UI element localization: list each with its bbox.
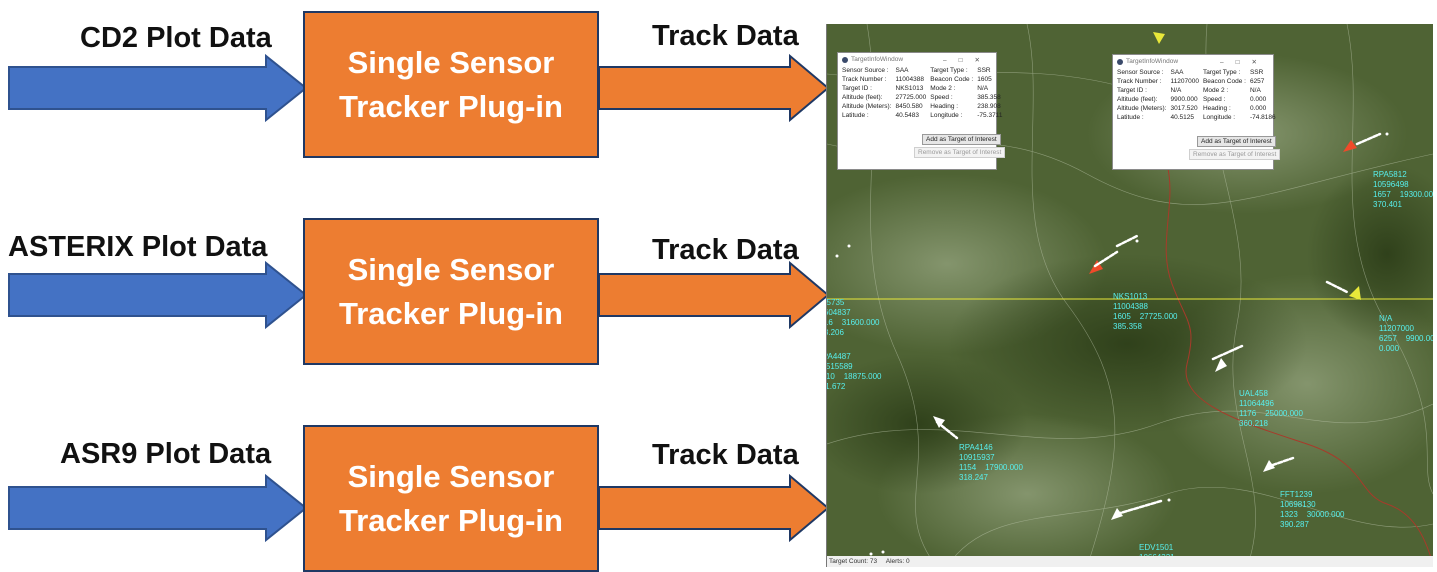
table-cell: Track Number : <box>842 76 887 83</box>
table-cell: 40.5125 <box>1170 114 1195 121</box>
table-cell: 1605 <box>977 76 992 83</box>
app-icon <box>1117 58 1123 65</box>
table-cell: Sensor Source : <box>842 67 889 74</box>
tracker-box-line1: Single Sensor <box>347 44 555 80</box>
input-label-asr9: ASR9 Plot Data <box>60 438 272 470</box>
table-cell: 11207000 <box>1170 78 1199 85</box>
remove-target-button[interactable]: Remove as Target of Interest <box>1189 149 1281 160</box>
table-cell: Altitude (feet): <box>842 94 883 101</box>
table-cell: Longitude : <box>930 112 963 119</box>
table-cell: Track Number : <box>1117 78 1162 85</box>
window-titlebar[interactable]: TargetInfoWindow –□✕ <box>1113 55 1273 68</box>
table-cell: Target ID : <box>842 85 872 92</box>
table-cell: 385.358 <box>977 94 1001 101</box>
table-cell: Latitude : <box>1117 114 1144 121</box>
table-cell: Altitude (Meters): <box>1117 105 1167 112</box>
track-tag[interactable]: RPA4146 10915937 1154 17900.000 318.247 <box>959 443 1023 482</box>
table-cell: -75.3711 <box>977 112 1003 119</box>
table-cell: SAA <box>1170 69 1184 76</box>
output-arrow-cd2 <box>598 53 830 123</box>
status-bar: Target Count: 73 Alerts: 0 <box>827 556 1433 567</box>
table-cell: Beacon Code : <box>930 76 974 83</box>
table-cell: 0.000 <box>1249 96 1267 103</box>
tracker-box-line2: Tracker Plug-in <box>339 502 563 538</box>
table-cell: Mode 2 : <box>930 85 956 92</box>
remove-target-button[interactable]: Remove as Target of Interest <box>914 147 1006 158</box>
tracker-box-asterix: Single Sensor Tracker Plug-in <box>303 218 599 365</box>
table-cell: N/A <box>1249 87 1261 94</box>
input-label-asterix: ASTERIX Plot Data <box>8 231 268 263</box>
table-cell: NKS1013 <box>895 85 924 92</box>
table-cell: 3017.520 <box>1170 105 1198 112</box>
window-titlebar[interactable]: TargetInfoWindow –□✕ <box>838 53 996 66</box>
table-cell: 11004388 <box>895 76 924 83</box>
table-cell: 9900.000 <box>1170 96 1198 103</box>
alerts-count: Alerts: 0 <box>885 558 910 565</box>
track-tag[interactable]: FFT1239 10698130 1323 30000.000 390.287 <box>1280 490 1345 529</box>
window-controls[interactable]: –□✕ <box>1220 58 1269 66</box>
table-cell: N/A <box>977 85 989 92</box>
output-arrow-asr9 <box>598 473 830 543</box>
table-cell: SSR <box>1249 69 1264 76</box>
track-tag[interactable]: UAL458 11064496 1176 25000.000 360.218 <box>1239 389 1303 428</box>
table-cell: Beacon Code : <box>1202 78 1246 85</box>
input-arrow-asr9 <box>8 473 308 543</box>
tracker-box-line1: Single Sensor <box>347 458 555 494</box>
output-label-asr9: Track Data <box>652 439 799 471</box>
table-cell: 27725.000 <box>895 94 927 101</box>
tracker-box-line2: Tracker Plug-in <box>339 295 563 331</box>
table-cell: Speed : <box>1202 96 1226 103</box>
tracker-box-line2: Tracker Plug-in <box>339 88 563 124</box>
track-tag[interactable]: RPA5812 10596498 1657 19300.000 370.401 <box>1373 170 1433 209</box>
input-arrow-cd2 <box>8 53 308 123</box>
table-cell: Altitude (feet): <box>1117 96 1158 103</box>
output-arrow-asterix <box>598 260 830 330</box>
track-tag[interactable]: NKS1013 11004388 1605 27725.000 385.358 <box>1113 292 1178 331</box>
window-title: TargetInfoWindow <box>1126 58 1179 65</box>
add-target-button[interactable]: Add as Target of Interest <box>1197 136 1276 147</box>
table-cell: SAA <box>895 67 909 74</box>
table-cell: -74.8186 <box>1249 114 1276 121</box>
table-cell: Longitude : <box>1202 114 1236 121</box>
track-tag[interactable]: JIA5735 10604837 1516 31600.000 388.206 <box>826 298 880 337</box>
table-cell: Altitude (Meters): <box>842 103 892 110</box>
table-cell: Mode 2 : <box>1202 87 1229 94</box>
table-cell: Heading : <box>1202 105 1231 112</box>
table-cell: Sensor Source : <box>1117 69 1164 76</box>
output-label-cd2: Track Data <box>652 20 799 52</box>
boundary-line <box>1165 163 1433 565</box>
window-title: TargetInfoWindow <box>851 56 904 63</box>
track-tag[interactable]: N/A 11207000 6257 9900.000 0.000 <box>1379 314 1433 353</box>
table-cell: 238.908 <box>977 103 1001 110</box>
table-cell: N/A <box>1170 87 1182 94</box>
table-cell: Heading : <box>930 103 959 110</box>
table-cell: Speed : <box>930 94 953 101</box>
tracker-box-cd2: Single Sensor Tracker Plug-in <box>303 11 599 158</box>
table-cell: 0.000 <box>1249 105 1267 112</box>
table-cell: Target Type : <box>1202 69 1241 76</box>
table-cell: 6257 <box>1249 78 1265 85</box>
target-info-table: Sensor Source : SAA Target Type : SSR Track… <box>1115 68 1278 122</box>
app-icon <box>842 56 848 63</box>
radar-display[interactable]: RPA5812 10596498 1657 19300.000 370.401 … <box>826 24 1433 567</box>
tracker-box-line1: Single Sensor <box>347 251 555 287</box>
track-arrows <box>835 32 1389 556</box>
track-tag[interactable]: RPA4487 10515589 1310 18875.000 311.672 <box>826 352 882 391</box>
table-cell: Target Type : <box>930 67 968 74</box>
add-target-button[interactable]: Add as Target of Interest <box>922 134 1001 145</box>
target-info-table: Sensor Source : SAA Target Type : SSR Track… <box>840 66 1004 120</box>
output-label-asterix: Track Data <box>652 234 799 266</box>
table-cell: 8450.580 <box>895 103 923 110</box>
input-label-cd2: CD2 Plot Data <box>80 22 272 54</box>
table-cell: Latitude : <box>842 112 869 119</box>
table-cell: Target ID : <box>1117 87 1147 94</box>
table-cell: 40.5483 <box>895 112 920 119</box>
table-cell: SSR <box>977 67 991 74</box>
target-count: Target Count: 73 <box>829 558 878 565</box>
input-arrow-asterix <box>8 260 308 330</box>
tracker-box-asr9: Single Sensor Tracker Plug-in <box>303 425 599 572</box>
window-controls[interactable]: –□✕ <box>943 56 992 64</box>
